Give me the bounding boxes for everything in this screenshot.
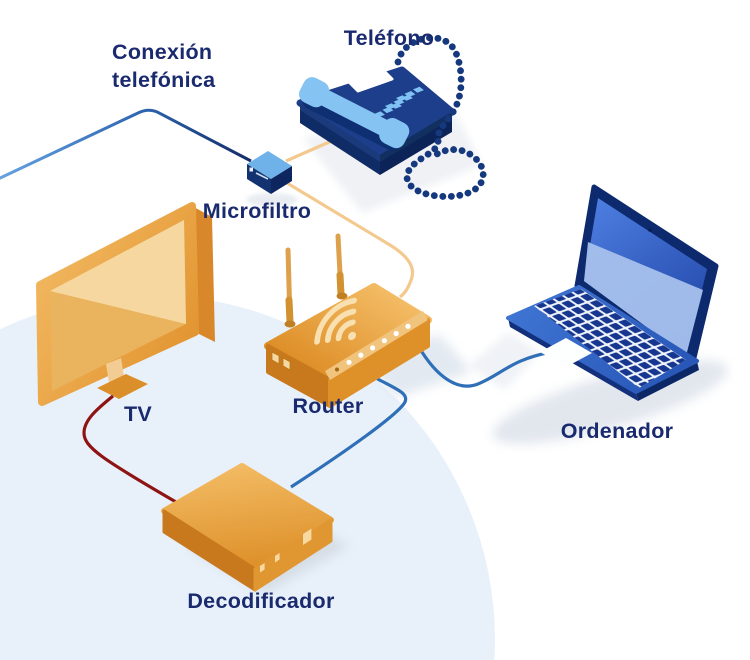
label-decodificador: Decodificador xyxy=(187,589,335,613)
phone-coiled-cord xyxy=(394,34,487,200)
decoder-ports xyxy=(260,528,312,573)
laptop-shadow-left xyxy=(468,332,540,390)
microfilter-shadow xyxy=(246,193,298,207)
router-antennas xyxy=(284,233,348,328)
router-illustration xyxy=(264,233,432,408)
laptop-illustration xyxy=(506,184,719,401)
telephone-illustration xyxy=(296,34,487,200)
microfilter-label-stripe xyxy=(255,172,269,180)
tv-stand-foot xyxy=(97,374,148,399)
label-microfiltro: Microfiltro xyxy=(203,199,311,223)
laptop-base-edge-right xyxy=(636,361,699,401)
router-front-right xyxy=(328,318,430,408)
label-ordenador: Ordenador xyxy=(561,419,674,443)
laptop-screen-reflection xyxy=(584,242,703,356)
microfilter-top xyxy=(247,151,292,179)
microfilter-front-right xyxy=(271,166,292,194)
laptop-trackpad xyxy=(540,338,592,367)
phone-keypad xyxy=(374,86,424,118)
label-conexion-line2: telefónica xyxy=(112,68,216,92)
microfilter-port-mark xyxy=(249,167,253,172)
label-conexion-line1: Conexión xyxy=(112,40,212,64)
wifi-icon xyxy=(314,297,357,345)
label-tv: TV xyxy=(124,402,152,426)
decoder-illustration xyxy=(161,463,334,592)
phone-base-band-left xyxy=(300,103,380,162)
phone-line-connection xyxy=(0,108,252,180)
microfilter-illustration xyxy=(247,151,292,194)
tv-illustration xyxy=(36,202,215,406)
cable-router-to-decoder xyxy=(290,374,408,489)
tv-screen-highlight xyxy=(50,220,186,324)
label-telefono: Teléfono xyxy=(344,26,434,50)
cable-tv-to-decoder xyxy=(82,394,177,504)
router-led-lights xyxy=(335,323,411,372)
webcam-icon xyxy=(648,228,652,232)
phone-paper-panel xyxy=(345,66,394,93)
laptop-keyboard-keys xyxy=(534,289,686,388)
label-router: Router xyxy=(292,394,363,418)
cable-microfilter-to-router xyxy=(281,178,415,299)
phone-handset xyxy=(298,77,410,151)
cable-router-to-laptop xyxy=(413,339,553,388)
phone-base-band-right xyxy=(380,112,452,162)
router-ports xyxy=(271,351,291,371)
